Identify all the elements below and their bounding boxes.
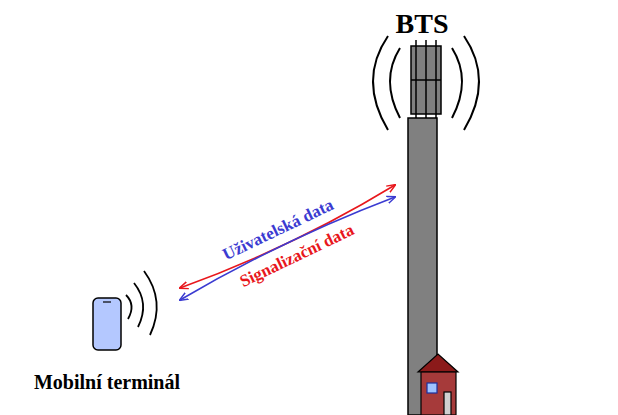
node-label: Mobilní terminál (34, 371, 180, 394)
mobile-terminal: Mobilní terminál (88, 265, 180, 355)
base-station: BTS (395, 8, 450, 408)
equipment-house (418, 354, 458, 415)
phone-icon (88, 265, 180, 355)
data-arrow (180, 197, 395, 300)
data-arrow (180, 185, 395, 288)
node-label: BTS (396, 8, 449, 40)
radio-waves (373, 36, 479, 130)
antenna (411, 40, 441, 118)
